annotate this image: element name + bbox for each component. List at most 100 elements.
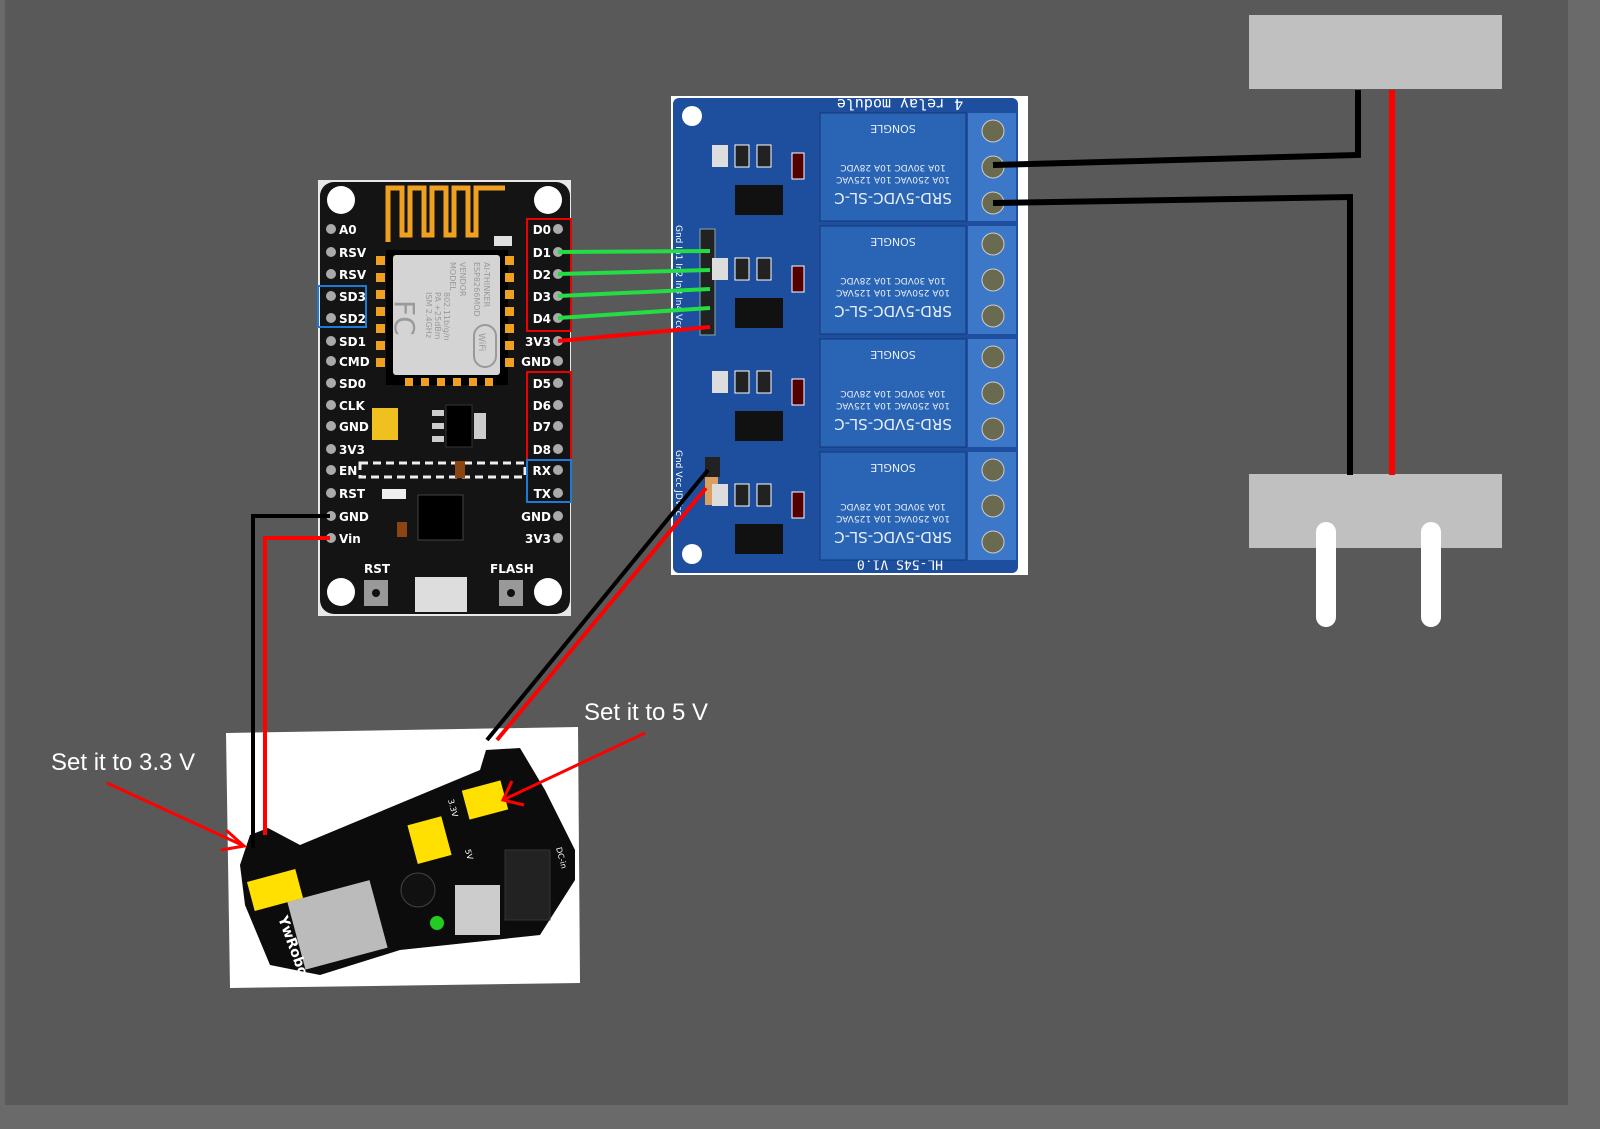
module-text: ESP8266MOD [472,262,481,317]
diode [791,152,805,180]
pin-label: 3V3 [525,335,551,349]
rst-label: RST [364,562,391,576]
relay-model: SRD-5VDC-SL-C [834,415,952,433]
screw-terminal[interactable] [981,268,1005,292]
relay-body [819,225,967,335]
pin-header[interactable] [326,488,336,498]
input-header[interactable] [699,228,716,336]
resistor [734,370,750,394]
pin-header[interactable] [326,421,336,431]
relay-rating: 10A 30VDC 10A 28VDC [840,388,945,398]
pad [376,307,385,316]
pin-label: RSV [339,268,367,282]
resistor [756,370,772,394]
pad [505,341,514,350]
wire-d3-in3 [557,287,711,298]
pin-label: A0 [339,223,357,237]
pad [376,324,385,333]
pin-label: 3V3 [339,443,365,457]
pin-header[interactable] [553,488,563,498]
pin-label: Vin [339,532,361,546]
pin-header[interactable] [553,465,563,475]
relay-brand: SONGLE [870,461,916,474]
module-text: MODEL [448,262,457,291]
relay-model: SRD-5VDC-SL-C [834,302,952,320]
left-voltage-jumper[interactable] [246,869,304,911]
plug-prong-right [1421,522,1441,627]
wire-relay-com [992,90,1361,168]
pin-header[interactable] [553,224,563,234]
pad [505,358,514,367]
breadboard-power-module: YwRobot 3.3V 5V DC-in [226,727,580,988]
wire-gnd [251,514,330,848]
appliance-plug-block [1249,474,1502,548]
relay-body [819,112,967,222]
pad [437,378,445,386]
pin-header[interactable] [326,465,336,475]
screw-terminal[interactable] [981,494,1005,518]
screw-terminal[interactable] [981,381,1005,405]
screw-terminal[interactable] [981,119,1005,143]
pin-header[interactable] [326,400,336,410]
pin-header[interactable] [326,269,336,279]
pin-header[interactable] [553,356,563,366]
resistor [734,483,750,507]
wire-d4-in4 [557,306,711,320]
resistor [734,257,750,281]
screw-terminal[interactable] [981,417,1005,441]
pad [485,378,493,386]
wire-relay-no [992,193,1353,475]
jumper-5-label: 5V [463,848,475,861]
pin-header[interactable] [553,511,563,521]
pin-header[interactable] [553,444,563,454]
wire-relay-jdvcc [495,486,708,742]
right-voltage-jumper[interactable] [461,780,509,820]
pin-header[interactable] [326,533,336,543]
pin-header[interactable] [553,378,563,388]
pad [505,307,514,316]
relay-brand: SONGLE [870,235,916,248]
screw-terminal[interactable] [981,458,1005,482]
optocoupler [735,411,783,441]
wire-d2-in2 [557,268,711,276]
flash-label: FLASH [490,562,534,576]
power-header-label: Gnd Vcc JDVcc [673,450,683,516]
pin-label: EN [339,464,357,478]
wires [251,90,1395,848]
relay-brand: SONGLE [870,348,916,361]
pin-header[interactable] [553,533,563,543]
screw-terminal[interactable] [981,530,1005,554]
relay-rating: 10A 30VDC 10A 28VDC [840,275,945,285]
screw-terminal[interactable] [981,304,1005,328]
arrow-left [106,781,245,848]
pin-header[interactable] [326,378,336,388]
relay-rating: 10A 30VDC 10A 28VDC [840,501,945,511]
pin-header[interactable] [553,400,563,410]
resistor [734,144,750,168]
pin-header[interactable] [326,224,336,234]
screw-terminal[interactable] [981,232,1005,256]
pad [505,290,514,299]
uart-group-box [526,459,572,503]
note-3v3: Set it to 3.3 V [51,749,195,776]
relay-model: SRD-5VDC-SL-C [834,189,952,207]
pin-header[interactable] [553,421,563,431]
pin-header[interactable] [326,313,336,323]
micro-usb-port[interactable] [415,577,467,612]
pin-label: RX [533,464,552,478]
pin-header[interactable] [326,511,336,521]
arrow-right [502,731,646,802]
pin-label: CMD [339,355,370,369]
pin-header[interactable] [326,336,336,346]
pin-header[interactable] [326,247,336,257]
status-led [712,258,728,280]
pad [505,324,514,333]
wire-relay-gnd [485,468,710,742]
pin-header[interactable] [326,444,336,454]
pin-label: RSV [339,246,367,260]
pin-header[interactable] [326,356,336,366]
pin-header[interactable] [326,291,336,301]
power-led [430,916,444,930]
relay-rating: 10A 250VAC 10A 125VAC [836,287,950,297]
screw-terminal[interactable] [981,345,1005,369]
